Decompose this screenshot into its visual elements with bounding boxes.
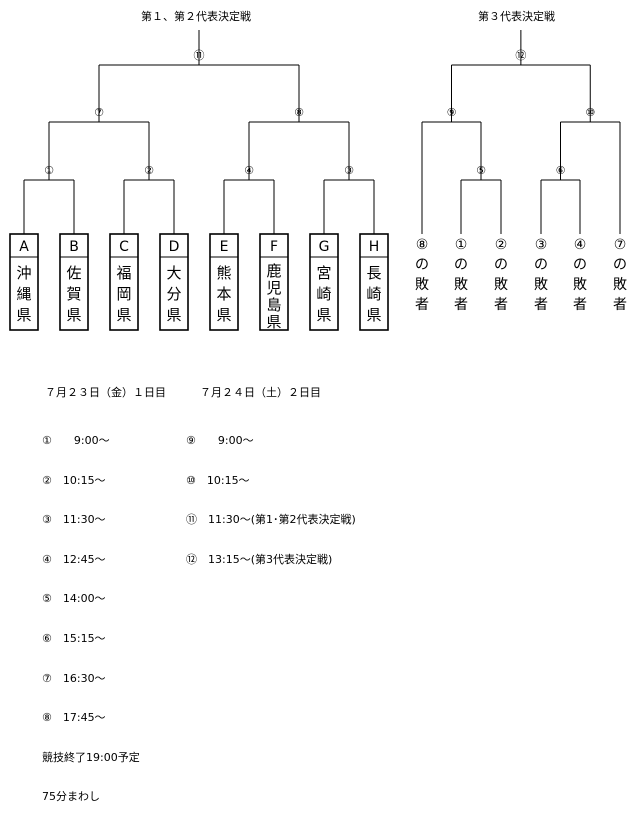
day1-line: ③ 11:30～ <box>42 513 106 527</box>
day2-schedule: ７月２４日（土）２日目 ⑨ 9:00～ ⑩ 10:15～ ⑪ 11:30～(第1… <box>186 360 356 592</box>
match-label: ② <box>144 164 154 177</box>
match-label: ⑩ <box>585 106 595 119</box>
match-label: ⑨ <box>447 106 457 119</box>
team-name-char: 鹿 <box>266 262 281 280</box>
team-letter: F <box>270 239 278 255</box>
match-label: ① <box>44 164 54 177</box>
team-box <box>109 233 139 331</box>
team-name-char: 長 <box>366 264 381 282</box>
loser-label-char: 者 <box>494 297 508 313</box>
team-name-char: 県 <box>366 306 381 324</box>
team-name-char: 熊 <box>216 264 231 282</box>
team-letter: B <box>69 239 79 255</box>
day2-line: ⑫ 13:15～(第3代表決定戦) <box>186 552 333 566</box>
day1-line: ⑦ 16:30～ <box>42 671 106 685</box>
loser-label-char: 者 <box>573 297 587 313</box>
day1-line: ⑥ 15:15～ <box>42 631 106 645</box>
day2-line: ⑪ 11:30～(第1･第2代表決定戦) <box>186 513 356 527</box>
team-letter: H <box>369 239 380 255</box>
team-name-char: 県 <box>166 306 181 324</box>
team-letter: E <box>220 239 229 255</box>
team-name-char: 本 <box>216 285 231 303</box>
day2-line: ⑩ 10:15～ <box>186 473 250 487</box>
day1-line: ④ 12:45～ <box>42 552 106 566</box>
third-bracket-title: 第３代表決定戦 <box>478 10 555 23</box>
day1-schedule: ７月２３日（金）１日目 ① 9:00～ ② 10:15～ ③ 11:30～ ④ … <box>42 360 166 830</box>
team-name-char: 崎 <box>366 285 381 303</box>
day1-line: ② 10:15～ <box>42 473 106 487</box>
loser-label-char: ③ <box>535 237 548 253</box>
match-label: ⑪ <box>194 49 205 62</box>
loser-label-char: の <box>494 257 508 273</box>
loser-label-char: の <box>613 257 627 273</box>
team-name-char: 宮 <box>316 264 331 282</box>
team-letter: G <box>319 239 330 255</box>
match-label: ⑦ <box>94 106 104 119</box>
team-box <box>259 233 289 331</box>
loser-label-char: ⑧ <box>416 237 429 253</box>
match-label: ⑤ <box>476 164 486 177</box>
loser-label-char: の <box>534 257 548 273</box>
team-box <box>9 233 39 331</box>
loser-label-char: の <box>454 257 468 273</box>
team-box <box>359 233 389 331</box>
team-name-char: 岡 <box>116 285 131 303</box>
loser-label-char: 者 <box>454 297 468 313</box>
team-name-char: 児 <box>266 279 281 297</box>
team-name-char: 県 <box>216 306 231 324</box>
match-label: ④ <box>244 164 254 177</box>
team-name-char: 分 <box>166 285 181 303</box>
loser-label-char: 敗 <box>613 277 627 293</box>
match-label: ⑥ <box>556 164 566 177</box>
loser-label-char: 敗 <box>454 277 468 293</box>
match-label: ⑧ <box>294 106 304 119</box>
team-letter: D <box>169 239 180 255</box>
team-name-char: 沖 <box>16 264 31 282</box>
team-name-char: 県 <box>266 313 281 331</box>
loser-label-char: ① <box>455 237 468 253</box>
loser-label-char: ② <box>495 237 508 253</box>
team-name-char: 賀 <box>66 285 81 303</box>
team-box <box>309 233 339 331</box>
team-name-char: 県 <box>66 306 81 324</box>
team-name-char: 大 <box>166 264 181 282</box>
team-box <box>209 233 239 331</box>
team-name-char: 縄 <box>16 285 31 303</box>
day1-line: ⑤ 14:00～ <box>42 592 106 606</box>
loser-label-char: 敗 <box>494 277 508 293</box>
team-name-char: 県 <box>116 306 131 324</box>
loser-label-char: 者 <box>613 297 627 313</box>
loser-label-char: ④ <box>574 237 587 253</box>
day1-line: ⑧ 17:45～ <box>42 711 106 725</box>
match-label: ③ <box>344 164 354 177</box>
team-letter: C <box>119 239 129 255</box>
team-box <box>159 233 189 331</box>
team-name-char: 福 <box>116 264 131 282</box>
team-letter: A <box>19 239 29 255</box>
day1-line: ① 9:00～ <box>42 434 110 447</box>
main-bracket-title: 第１、第２代表決定戦 <box>141 10 251 23</box>
team-name-char: 崎 <box>316 285 331 303</box>
day1-note: 競技終了19:00予定 <box>42 750 140 764</box>
day1-note: 75分まわし <box>42 790 100 804</box>
loser-label-char: 敗 <box>415 277 429 293</box>
day2-line: ⑨ 9:00～ <box>186 434 254 447</box>
team-name-char: 佐 <box>66 264 81 282</box>
loser-label-char: の <box>415 257 429 273</box>
loser-label-char: 者 <box>415 297 429 313</box>
loser-label-char: 敗 <box>534 277 548 293</box>
team-name-char: 県 <box>316 306 331 324</box>
team-name-char: 島 <box>266 296 281 314</box>
team-name-char: 県 <box>16 306 31 324</box>
team-box <box>59 233 89 331</box>
loser-label-char: ⑦ <box>614 237 627 253</box>
match-label: ⑫ <box>515 49 526 62</box>
loser-label-char: の <box>573 257 587 273</box>
loser-label-char: 者 <box>534 297 548 313</box>
day2-header: ７月２４日（土）２日目 <box>200 386 321 400</box>
loser-label-char: 敗 <box>573 277 587 293</box>
day1-header: ７月２３日（金）１日目 <box>45 386 166 400</box>
